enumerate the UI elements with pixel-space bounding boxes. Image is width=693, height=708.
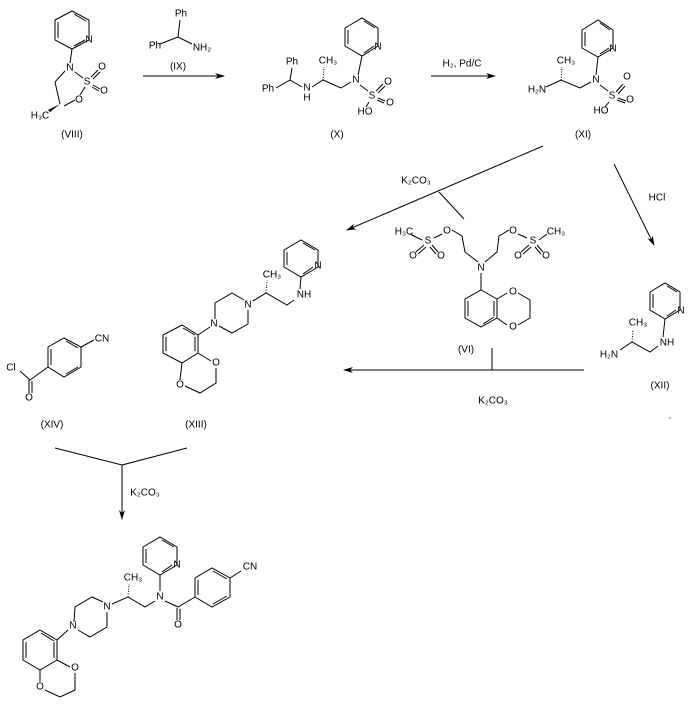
atom-ch3: CH₃ <box>263 270 282 281</box>
atom-n: N <box>66 63 73 74</box>
atom-cn: CN <box>95 334 109 345</box>
compound-label: (XII) <box>651 381 670 392</box>
compound-label: (XIV) <box>41 420 64 431</box>
compound-viii: N N S O O O H₃C (VIII) <box>31 10 108 141</box>
atom-ph: Ph <box>262 84 274 95</box>
atom-o: O <box>542 251 550 262</box>
atom-n: N <box>609 44 616 55</box>
atom-n: N <box>69 621 76 632</box>
atom-s: S <box>84 77 91 88</box>
compound-label: (XI) <box>575 130 591 141</box>
atom-cn: CN <box>243 562 257 573</box>
atom-n: N <box>156 592 163 603</box>
atom-ho: HO <box>358 107 373 118</box>
compound-label: (X) <box>330 130 343 141</box>
reaction-arrow <box>346 145 544 231</box>
atom-o: O <box>386 98 394 109</box>
atom-o: O <box>623 72 631 83</box>
atom-o: O <box>409 251 417 262</box>
compound-xiv: CN Cl O (XIV) <box>6 334 109 431</box>
atom-nh: NH <box>660 338 674 349</box>
atom-n: N <box>173 560 180 571</box>
reaction-arrow <box>613 163 655 246</box>
atom-o: O <box>509 287 517 298</box>
compound-xii: N NH CH₃ H₂N (XII) <box>600 282 685 392</box>
compound-label: (IX) <box>170 62 186 73</box>
atom-ch3: CH₃ <box>319 56 338 67</box>
atom-nh2: NH₂ <box>193 43 211 54</box>
atom-o: O <box>443 226 451 237</box>
atom-ph: Ph <box>175 9 187 20</box>
atom-ch3: CH₃ <box>547 227 566 238</box>
atom-cl: Cl <box>6 363 15 374</box>
atom-ch3: CH₃ <box>124 573 143 584</box>
atom-n: N <box>314 261 321 272</box>
atom-n: N <box>677 306 684 317</box>
atom-ho: HO <box>594 106 609 117</box>
atom-s: S <box>530 236 537 247</box>
atom-nh: NH <box>297 290 311 301</box>
atom-n: N <box>244 300 251 311</box>
atom-o: O <box>626 95 634 106</box>
atom-h: H <box>303 93 310 104</box>
reaction-condition: H₂, Pd/C <box>443 59 482 70</box>
compound-xi: H₂N CH₃ N N S O O HO (XI) <box>528 19 634 141</box>
stray-dot <box>669 417 671 419</box>
atom-ph: Ph <box>149 41 161 52</box>
atom-o: O <box>174 620 182 631</box>
atom-o: O <box>509 226 517 237</box>
reaction-condition: HCl <box>649 193 666 204</box>
atom-o: O <box>98 62 106 73</box>
converging-bracket <box>54 447 188 466</box>
atom-o: O <box>25 393 33 404</box>
atom-s: S <box>369 91 376 102</box>
atom-o: O <box>514 251 522 262</box>
atom-n: N <box>303 83 310 94</box>
atom-ch3: CH₃ <box>557 56 576 67</box>
atom-n: N <box>592 75 599 86</box>
atom-h3c: H₃C <box>395 227 414 238</box>
atom-o: O <box>437 251 445 262</box>
atom-o: O <box>36 682 44 693</box>
atom-n: N <box>210 319 217 330</box>
reaction-condition: K₂CO₃ <box>130 488 160 499</box>
atom-h2n: H₂N <box>600 350 618 361</box>
atom-o: O <box>100 86 108 97</box>
compound-xiii: N NH CH₃ N N O O (XIII) <box>162 239 322 431</box>
atom-n: N <box>85 35 92 46</box>
atom-ph: Ph <box>286 57 298 68</box>
atom-ch3: CH₃ <box>629 318 648 329</box>
atom-o: O <box>75 95 83 106</box>
atom-o: O <box>71 663 79 674</box>
atom-o: O <box>384 77 392 88</box>
atom-n: N <box>477 263 484 274</box>
compound-x: Ph Ph N H CH₃ N N S O O HO (X) <box>262 17 394 141</box>
compound-label: (XIII) <box>185 420 207 431</box>
atom-h3c: H₃C <box>31 111 50 122</box>
atom-o: O <box>509 322 517 333</box>
compound-label: (VIII) <box>61 130 83 141</box>
reagent-ix: Ph Ph NH₂ (IX) <box>149 9 211 73</box>
reaction-condition: K₂CO₃ <box>478 396 508 407</box>
atom-h2n: H₂N <box>528 85 546 96</box>
compound-vi: H₃C S O O O O S CH₃ O O N O O (VI) <box>395 226 566 356</box>
atom-n: N <box>352 75 359 86</box>
atom-s: S <box>425 236 432 247</box>
atom-o: O <box>212 358 220 369</box>
compound-product: N N CH₃ N N O O O CN <box>22 536 257 698</box>
atom-n: N <box>374 42 381 53</box>
atom-n: N <box>103 602 110 613</box>
atom-s: S <box>609 91 616 102</box>
atom-o: O <box>176 380 184 391</box>
reagent-branch-line <box>438 191 465 220</box>
compound-label: (VI) <box>458 345 474 356</box>
reaction-condition: K₂CO₃ <box>401 176 431 187</box>
